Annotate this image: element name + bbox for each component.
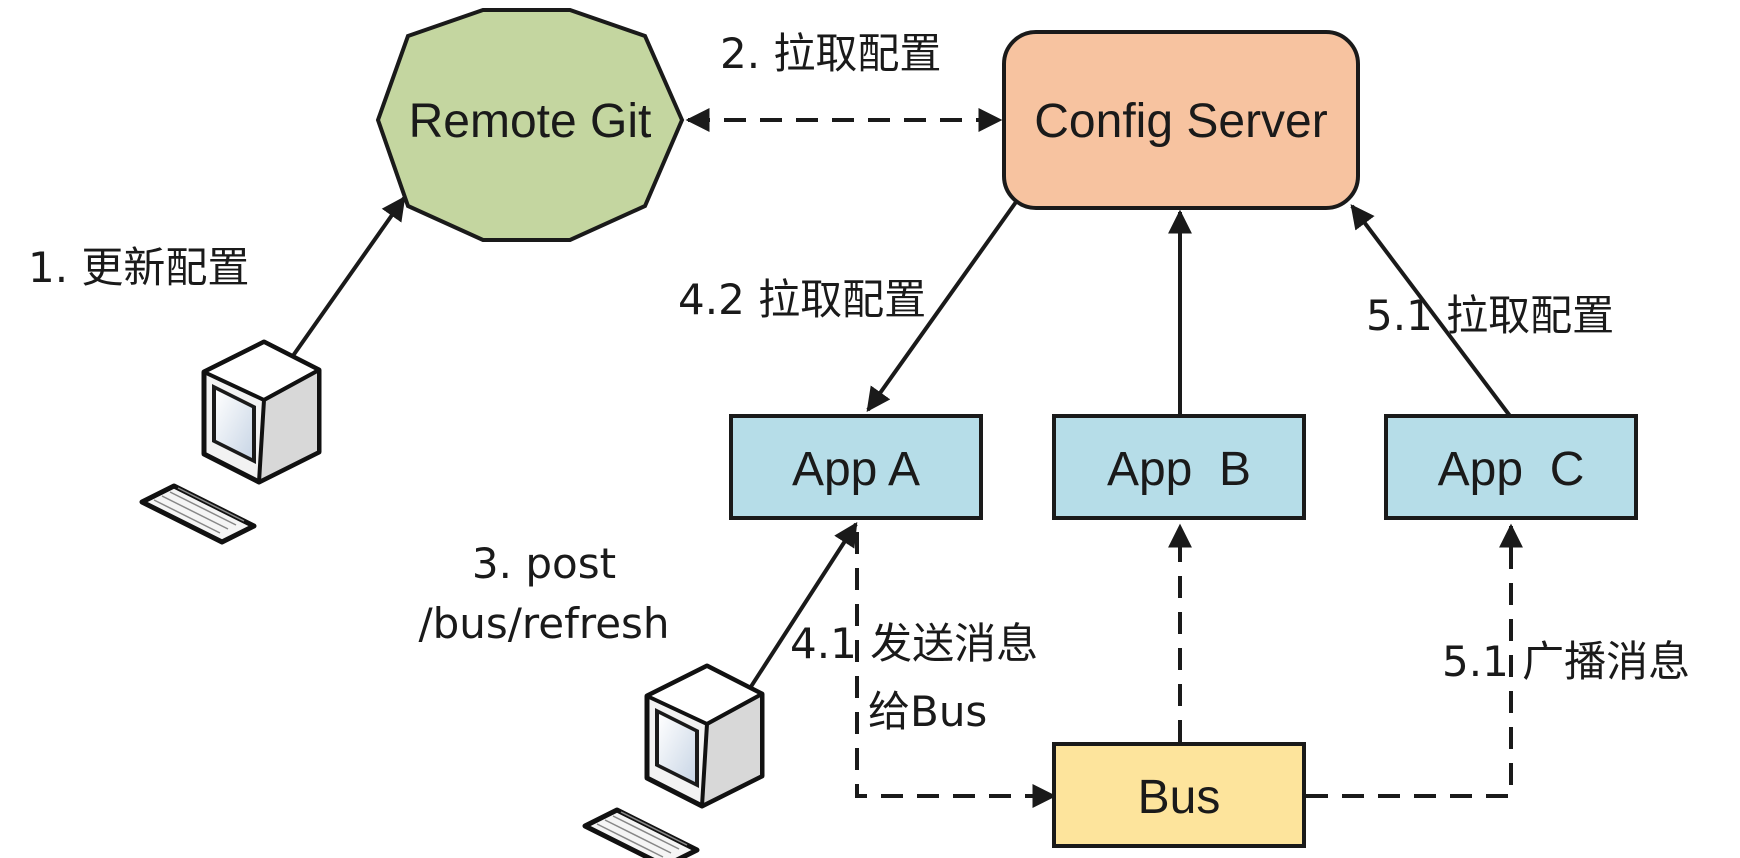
app-c-node: App C: [1384, 414, 1638, 520]
label-pull-config-app-a: 4.2 拉取配置: [678, 275, 926, 324]
admin-computer-icon: [142, 342, 319, 542]
app-a-node: App A: [729, 414, 983, 520]
app-a-label: App A: [792, 443, 920, 496]
edge-pull-app-a: [866, 200, 1018, 412]
app-b-label: App B: [1107, 443, 1251, 496]
config-server-node: Config Server: [1002, 30, 1360, 210]
app-b-node: App B: [1052, 414, 1306, 520]
bus-node: Bus: [1052, 742, 1306, 848]
label-bus-refresh: /bus/refresh: [418, 599, 669, 648]
app-c-label: App C: [1438, 443, 1585, 496]
client-computer-icon: [585, 666, 762, 858]
config-server-label: Config Server: [1034, 95, 1327, 148]
bus-label: Bus: [1138, 771, 1221, 824]
remote-git-node: Remote Git: [375, 8, 685, 242]
edge-post-refresh: [730, 521, 858, 718]
edge-update-config: [288, 196, 406, 362]
edge-send-to-bus: [855, 532, 1057, 808]
label-broadcast: 5.1 广播消息: [1442, 637, 1690, 686]
edge-pull-app-c: [1350, 204, 1512, 418]
label-send-message: 4.1 发送消息: [790, 619, 1038, 668]
label-pull-config-git: 2. 拉取配置: [720, 29, 941, 78]
label-post: 3. post: [472, 539, 616, 588]
remote-git-label: Remote Git: [409, 95, 652, 148]
label-update-config: 1. 更新配置: [28, 243, 249, 292]
label-pull-config-app-c: 5.1 拉取配置: [1366, 291, 1614, 340]
label-to-bus: 给Bus: [868, 687, 987, 736]
